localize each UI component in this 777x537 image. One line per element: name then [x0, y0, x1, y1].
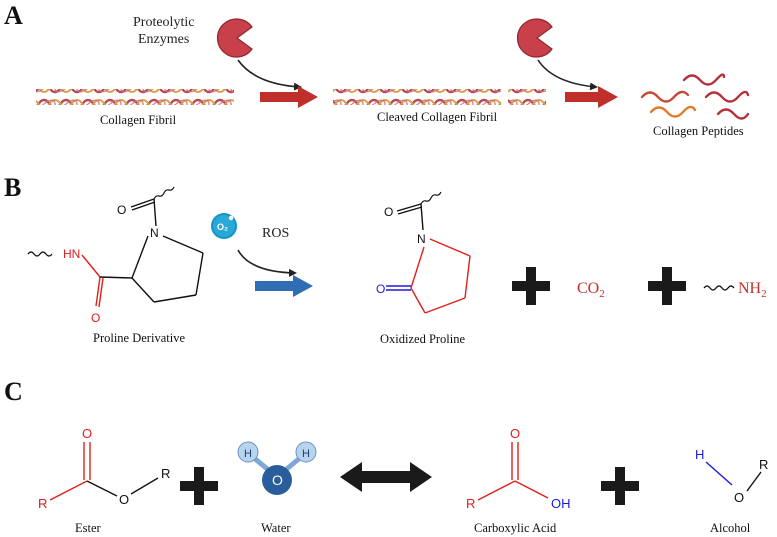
o-atom-oxidized: O: [376, 282, 385, 296]
cleaved-fibril-icon: [333, 89, 501, 105]
ester-r-right: R: [161, 466, 170, 481]
proline-derivative-label: Proline Derivative: [93, 331, 185, 345]
enzyme-action-arrow: [237, 59, 302, 91]
alcohol-h: H: [695, 447, 704, 462]
alcohol-label: Alcohol: [710, 521, 751, 535]
o-atom-acyl-oxidized: O: [384, 205, 393, 219]
ros-label: ROS: [262, 226, 289, 241]
o-atom-derivative: O: [91, 311, 100, 325]
co2-label: CO2: [577, 280, 605, 300]
water-molecule-icon: H H O: [237, 441, 317, 495]
ros-action-arrow: [237, 249, 297, 277]
alcohol-r: R: [759, 457, 768, 472]
plus-icon: [512, 267, 550, 305]
cleavage-arrow-2: [565, 86, 618, 108]
ester-carbonyl-o: O: [82, 426, 92, 441]
carboxylic-acid-label: Carboxylic Acid: [474, 521, 557, 535]
acid-carbonyl-o: O: [510, 426, 520, 441]
alcohol-o: O: [734, 490, 744, 505]
n-atom-oxidized: N: [417, 232, 426, 246]
enzyme-action-arrow-2: [537, 59, 598, 91]
collagen-fibril-label: Collagen Fibril: [100, 113, 177, 127]
collagen-fibril-icon: [36, 89, 234, 105]
panel-c-letter: C: [4, 377, 23, 406]
o2-label: O₂: [217, 222, 228, 232]
enzyme-icon-2: [516, 18, 553, 58]
acid-r: R: [466, 496, 475, 511]
double-arrow-icon: [340, 462, 432, 492]
r-group-squiggle: [703, 285, 735, 291]
carboxylic-acid-structure: O R OH: [466, 426, 571, 511]
peptide-icon: [640, 73, 750, 120]
water-h-left: H: [244, 448, 252, 460]
enzymes-label-line2: Enzymes: [138, 32, 189, 47]
collagen-peptides-label: Collagen Peptides: [653, 124, 744, 138]
ester-structure: O R O R: [38, 426, 170, 511]
oxygen-radical-icon: O₂: [211, 213, 237, 239]
acid-oh: OH: [551, 496, 571, 511]
oxidation-arrow: [255, 275, 313, 297]
nh2-label: NH2: [738, 280, 767, 300]
cleavage-arrow-1: [260, 86, 318, 108]
oxidized-proline-label: Oxidized Proline: [380, 332, 466, 346]
o-atom-acyl: O: [117, 203, 126, 217]
ester-r-left: R: [38, 496, 47, 511]
alcohol-structure: H O R: [695, 447, 768, 505]
plus-icon-2: [648, 267, 686, 305]
plus-icon-4: [601, 467, 639, 505]
plus-icon-3: [180, 467, 218, 505]
ester-o: O: [119, 492, 129, 507]
panel-a-letter: A: [4, 1, 23, 30]
water-o: O: [272, 472, 283, 488]
ester-label: Ester: [75, 521, 102, 535]
cleaved-fibril-label: Cleaved Collagen Fibril: [377, 110, 498, 124]
enzyme-icon: [216, 18, 253, 58]
cleaved-fragment-icon: [508, 89, 546, 105]
water-h-right: H: [302, 448, 310, 460]
n-atom-derivative: N: [150, 226, 159, 240]
proline-derivative-structure: HN O N O: [27, 186, 204, 325]
enzymes-label-line1: Proteolytic: [133, 15, 194, 30]
water-label: Water: [261, 521, 291, 535]
hn-atom: HN: [63, 247, 80, 261]
oxidized-proline-structure: O N O: [376, 191, 471, 314]
panel-b-letter: B: [4, 173, 21, 202]
